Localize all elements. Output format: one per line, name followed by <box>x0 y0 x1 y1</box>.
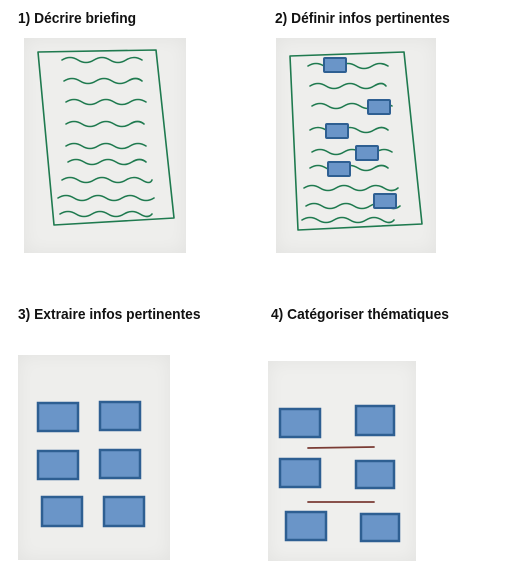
step-2-photo <box>276 38 436 253</box>
text-line <box>59 210 153 218</box>
info-card <box>278 407 322 439</box>
categorized-cards-sketch <box>278 404 401 543</box>
text-line <box>309 126 389 134</box>
info-card <box>327 161 351 177</box>
info-card <box>284 510 328 542</box>
info-card <box>98 448 142 480</box>
category-divider <box>307 446 375 449</box>
text-line <box>61 176 153 184</box>
step-3-title: 3) Extraire infos pertinentes <box>18 306 201 323</box>
text-line <box>311 148 393 156</box>
step-1-title: 1) Décrire briefing <box>18 10 137 27</box>
briefing-sketch <box>37 49 175 226</box>
info-card <box>354 459 396 490</box>
step-1-photo <box>24 38 186 253</box>
info-card <box>355 145 379 161</box>
info-card <box>367 99 391 115</box>
info-card <box>359 512 401 543</box>
text-line <box>65 142 147 150</box>
info-card <box>36 401 80 433</box>
text-line <box>65 98 147 106</box>
info-card <box>323 57 347 73</box>
info-card <box>102 495 146 528</box>
extracted-cards-sketch <box>36 400 146 528</box>
info-card <box>325 123 349 139</box>
highlighted-briefing-sketch <box>289 51 423 231</box>
text-line <box>57 194 155 202</box>
text-line <box>307 62 389 70</box>
text-line <box>63 77 143 85</box>
text-line <box>67 158 147 166</box>
info-card <box>354 404 396 437</box>
step-3-photo <box>18 355 170 560</box>
text-line <box>61 56 143 64</box>
info-card <box>40 495 84 528</box>
text-line <box>309 82 387 90</box>
info-card <box>36 449 80 481</box>
step-4-title: 4) Catégoriser thématiques <box>271 306 449 323</box>
info-card <box>278 457 322 489</box>
info-card <box>98 400 142 432</box>
step-4-photo <box>268 361 416 561</box>
step-2-title: 2) Définir infos pertinentes <box>275 10 450 27</box>
text-line <box>303 184 399 192</box>
page-outline <box>37 49 175 226</box>
page-outline <box>289 51 423 231</box>
text-line <box>65 120 145 128</box>
info-card <box>373 193 397 209</box>
text-line <box>301 216 395 224</box>
